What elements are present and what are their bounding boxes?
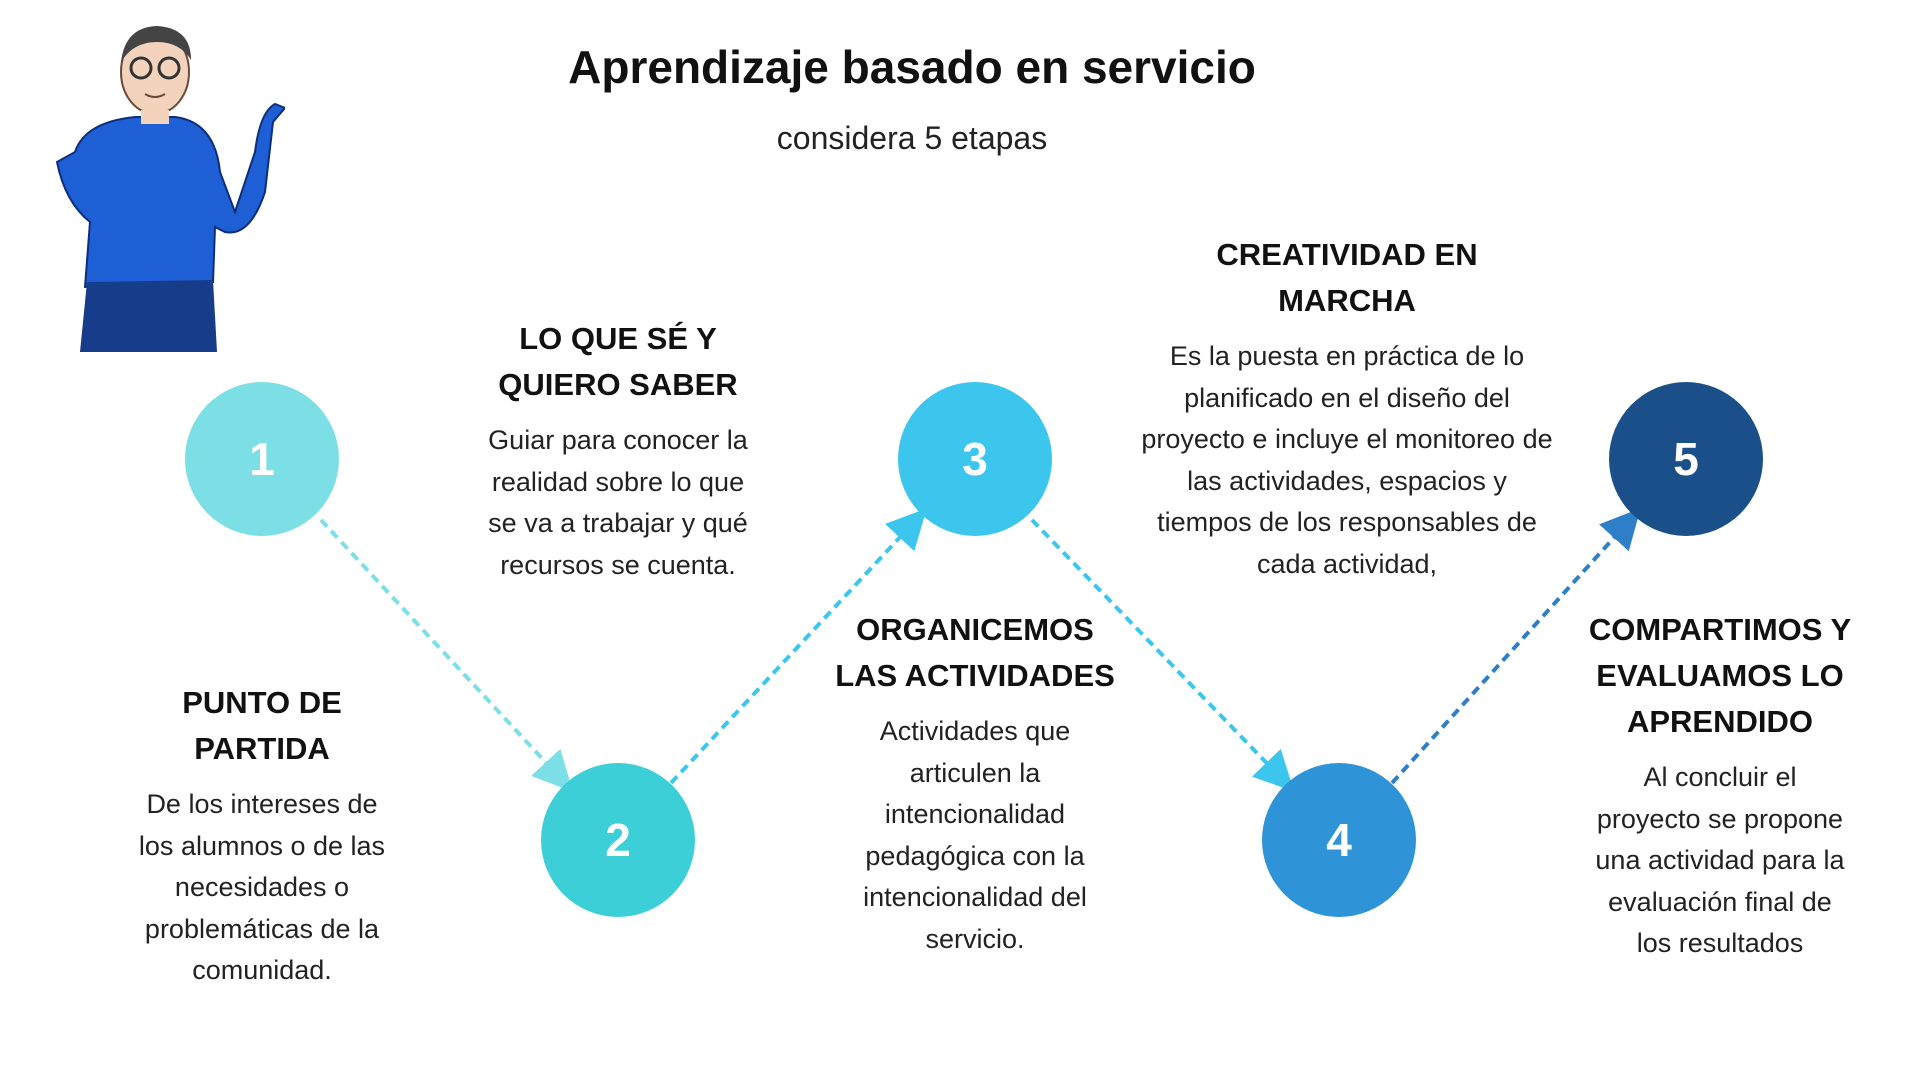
step-5-circle: 5 bbox=[1609, 382, 1763, 536]
step-1-block: PUNTO DE PARTIDA De los intereses de los… bbox=[112, 680, 412, 992]
presenter-illustration bbox=[55, 26, 285, 352]
step-number: 3 bbox=[962, 433, 988, 485]
arrow-3-4 bbox=[1030, 518, 1295, 792]
step-title: ORGANICEMOS LAS ACTIVIDADES bbox=[835, 612, 1115, 693]
page-title: Aprendizaje basado en servicio bbox=[568, 41, 1256, 93]
step-body: Al concluir el proyecto se propone una a… bbox=[1595, 762, 1845, 958]
step-title: PUNTO DE PARTIDA bbox=[182, 685, 342, 766]
page-subtitle: considera 5 etapas bbox=[776, 120, 1048, 156]
step-number: 1 bbox=[249, 433, 275, 485]
step-title: CREATIVIDAD EN MARCHA bbox=[1216, 237, 1478, 318]
step-number: 2 bbox=[605, 814, 631, 866]
step-title: COMPARTIMOS Y EVALUAMOS LO APRENDIDO bbox=[1588, 612, 1852, 739]
step-5-block: COMPARTIMOS Y EVALUAMOS LO APRENDIDO Al … bbox=[1570, 607, 1870, 965]
step-4-block: CREATIVIDAD EN MARCHA Es la puesta en pr… bbox=[1132, 232, 1562, 585]
step-2-block: LO QUE SÉ Y QUIERO SABER Guiar para cono… bbox=[468, 316, 768, 586]
step-number: 4 bbox=[1326, 814, 1352, 866]
step-number: 5 bbox=[1673, 433, 1699, 485]
step-title: LO QUE SÉ Y QUIERO SABER bbox=[498, 321, 738, 402]
step-1-circle: 1 bbox=[185, 382, 339, 536]
step-body: Guiar para conocer la realidad sobre lo … bbox=[488, 425, 748, 580]
step-3-circle: 3 bbox=[898, 382, 1052, 536]
step-body: Actividades que articulen la intencional… bbox=[863, 716, 1087, 954]
step-body: De los intereses de los alumnos o de las… bbox=[138, 789, 386, 985]
step-3-block: ORGANICEMOS LAS ACTIVIDADES Actividades … bbox=[825, 607, 1125, 960]
step-2-circle: 2 bbox=[541, 763, 695, 917]
step-4-circle: 4 bbox=[1262, 763, 1416, 917]
step-body: Es la puesta en práctica de lo planifica… bbox=[1141, 341, 1553, 579]
